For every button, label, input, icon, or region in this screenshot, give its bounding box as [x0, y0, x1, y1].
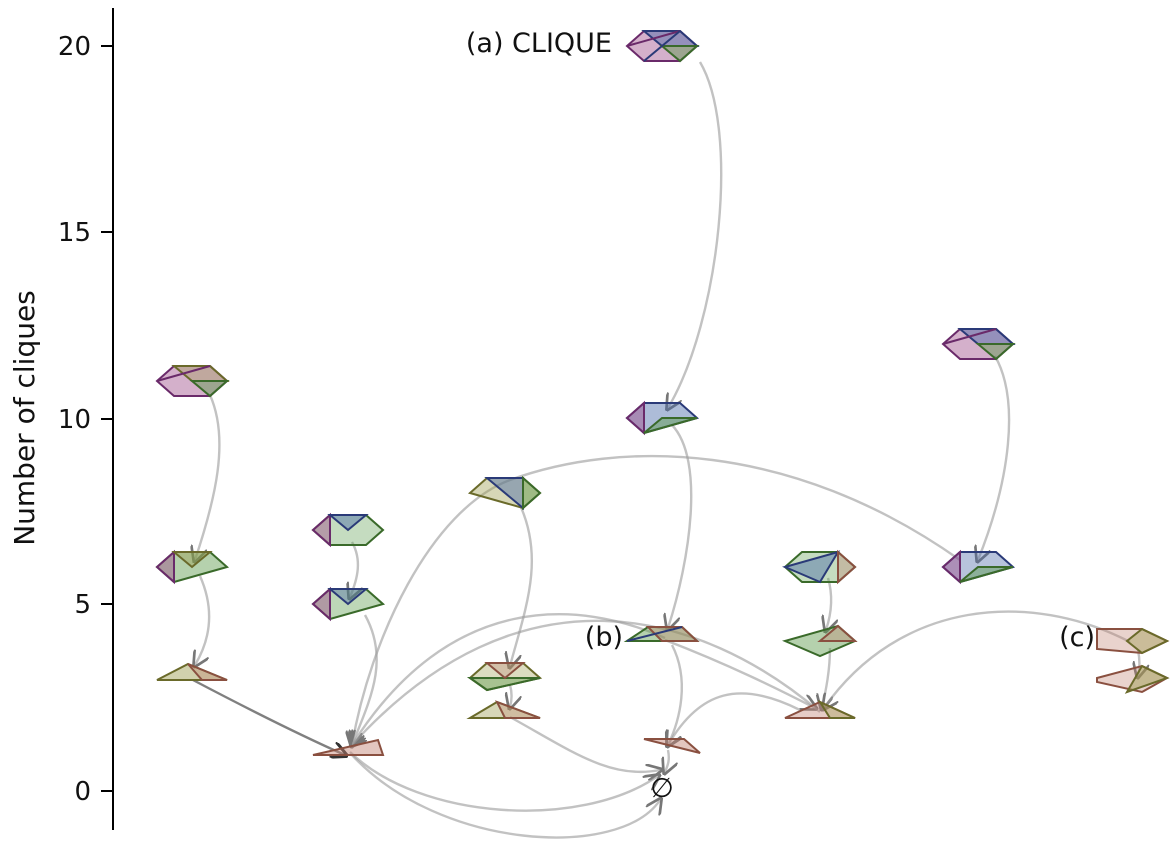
clique-node-6c[interactable]	[941, 549, 1016, 585]
y-tick-label: 10	[58, 405, 91, 435]
label-clique: (a) CLIQUE	[466, 28, 612, 59]
clique-node-11[interactable]	[155, 365, 230, 398]
y-axis-title: Number of cliques	[8, 290, 41, 546]
edge-20-10	[668, 61, 723, 408]
clique-node-8[interactable]	[467, 475, 542, 511]
edge-7-5	[350, 541, 358, 597]
edge-4b-2	[822, 647, 830, 708]
y-tick-label: 5	[74, 590, 91, 620]
clique-node-4b[interactable]	[782, 624, 858, 658]
clique-node-4c[interactable]	[1096, 627, 1170, 655]
edge-4a-1-long	[352, 613, 666, 745]
y-tick-label: 0	[74, 777, 91, 807]
edge-6a-3	[195, 575, 211, 665]
clique-node-6a[interactable]	[155, 549, 230, 585]
y-tick-10: 10	[58, 405, 113, 435]
nodes	[155, 30, 1170, 756]
clique-node-5[interactable]	[311, 586, 386, 622]
y-tick-label: 20	[58, 32, 91, 62]
edge-6c-1	[352, 454, 961, 745]
y-tick-20: 20	[58, 32, 113, 62]
edge-12-6	[978, 355, 1011, 560]
edge-6b-4	[826, 577, 831, 630]
clique-node-1a[interactable]	[312, 738, 385, 756]
edge-11-6	[195, 394, 221, 560]
edge-2a-1	[668, 692, 801, 745]
y-tick-15: 15	[58, 218, 113, 248]
edge-1b-empty	[665, 749, 669, 772]
clique-node-2a[interactable]	[466, 700, 541, 719]
edge-4a-1	[668, 644, 683, 745]
label-c: (c)	[1059, 622, 1095, 653]
edge-3b-2	[510, 684, 512, 707]
edge-2a-1-from4	[352, 619, 821, 745]
edge-3a-1	[192, 678, 345, 755]
clique-node-12[interactable]	[941, 328, 1016, 361]
node-labels: (a) CLIQUE (b) (c) ∅	[466, 28, 1095, 804]
y-tick-label: 15	[58, 218, 91, 248]
edge-10-4	[668, 424, 693, 628]
clique-node-7[interactable]	[311, 512, 385, 548]
edge-4c-2	[824, 610, 1131, 708]
edge-8-3	[510, 504, 534, 666]
edge-1-empty-a	[349, 751, 658, 812]
clique-node-3c[interactable]	[1096, 664, 1170, 694]
clique-node-20[interactable]	[625, 30, 700, 63]
y-tick-5: 5	[74, 590, 113, 620]
edges	[192, 61, 1140, 839]
y-axis: 0 5 10 15 20 Number of cliques	[8, 8, 114, 830]
clique-node-3a[interactable]	[156, 662, 228, 681]
label-b: (b)	[585, 622, 623, 653]
clique-node-4a[interactable]	[623, 626, 700, 642]
clique-node-2b[interactable]	[784, 699, 856, 719]
edge-2b-empty	[509, 715, 660, 772]
clique-node-1b[interactable]	[643, 738, 701, 754]
clique-node-6b[interactable]	[782, 549, 857, 585]
clique-node-3b[interactable]	[466, 662, 543, 692]
edge-4a-2	[664, 638, 815, 708]
empty-set-symbol: ∅	[650, 773, 674, 804]
edge-1-empty-b	[351, 754, 660, 839]
y-tick-0: 0	[74, 777, 113, 807]
clique-node-10[interactable]	[625, 400, 700, 436]
